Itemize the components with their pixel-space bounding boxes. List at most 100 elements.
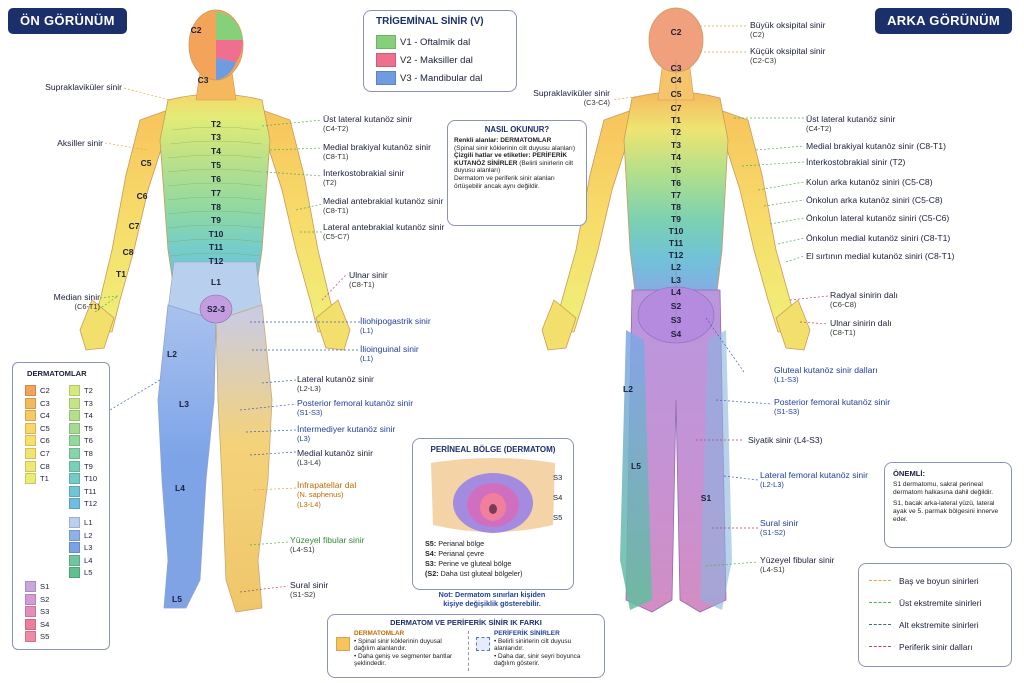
back_right_labels-name-6: Önkolun arka kutanöz siniri (C5-C8) (806, 195, 943, 205)
front-segment-t11: T11 (208, 242, 224, 252)
dermatome-entry-l2: L2 (69, 529, 92, 541)
back-segment-t12: T12 (668, 250, 684, 260)
front_right_labels-name-13: Yüzeyel fibular sinir (290, 535, 365, 545)
line-legend-swatch-2 (869, 624, 891, 625)
dermatome-entry-t9: T9 (69, 460, 93, 472)
dermatome-swatch-t10 (69, 473, 80, 485)
dermatome-entry-t2: T2 (69, 385, 93, 396)
important-box: ÖNEMLİ: S1 dermatomu, sakral perineal de… (884, 462, 1012, 548)
front-segment-l1: L1 (211, 277, 221, 287)
dermatome-swatch-t2 (69, 385, 80, 396)
front_right_labels-label-7: İlioinguinal sinir(L1) (360, 344, 419, 364)
back_right_labels-name-12: Gluteal kutanöz sinir dalları (774, 365, 878, 375)
front_right_labels-name-2: İnterkostobrakial sinir (323, 168, 405, 178)
front_right_labels-sub-6: (L1) (360, 326, 374, 335)
back-segment-t1: T1 (671, 115, 681, 125)
back_right_labels-label-1: Küçük oksipital sinir(C2-C3) (750, 46, 825, 66)
dermatome-swatch-c2 (25, 385, 36, 396)
dermatome-entry-t1: T1 (25, 473, 49, 485)
back-segment-c2: C2 (670, 27, 682, 37)
difference-title: DERMATOM VE PERİFERİK SİNİR IK FARKI (390, 618, 542, 627)
dermatome-entry-c4: C4 (25, 410, 50, 422)
variability-note-line2: kişiye değişiklik gösterebilir. (443, 599, 541, 608)
front-segment-l2: L2 (167, 349, 177, 359)
back_right_labels-name-8: Önkolun medial kutanöz siniri (C8-T1) (806, 233, 951, 243)
important-p2: S1, bacak arka-lateral yüzü, lateral aya… (893, 500, 999, 523)
back_right_labels-name-10: Radyal sinirin dalı (830, 290, 898, 300)
perineal-line-key-1: S4: (425, 549, 437, 558)
front_right_labels-sub-5: (C8-T1) (349, 280, 375, 289)
dermatome-entry-t12: T12 (69, 498, 97, 510)
dermatome-entry-c8: C8 (25, 460, 50, 472)
dermatome-label-s4: S4 (40, 619, 50, 629)
back_right_labels-name-14: Siyatik sinir (L4-S3) (748, 435, 823, 445)
back-segment-c7: C7 (670, 103, 682, 113)
how-to-read-title: NASIL OKUNUR? (484, 125, 550, 134)
perineal-line-2: S3: Perine ve gluteal bölge (425, 559, 523, 569)
front_right_labels-label-6: İliohipogastrik sinir(L1) (360, 316, 431, 336)
back_right_labels-sub-1: (C2-C3) (750, 56, 777, 65)
front-figure (79, 9, 351, 613)
back_right_labels-sub-17: (L4-S1) (760, 565, 785, 574)
perineal-mark-s3: S3 (553, 473, 563, 482)
back_left_labels-label-0: Supraklaviküler sinir(C3-C4) (533, 88, 610, 108)
front-segment-c3: C3 (197, 75, 209, 85)
perineal-title: PERİNEAL BÖLGE (DERMATOM) (430, 445, 556, 454)
back-segment-l4: L4 (671, 287, 681, 297)
front_right_labels-name-11: Medial kutanöz sinir (297, 448, 373, 458)
difference-box: DERMATOM VE PERİFERİK SİNİR IK FARKI DER… (327, 614, 605, 678)
front-segment-c5: C5 (140, 158, 152, 168)
front_right_labels-name-14: Sural sinir (290, 580, 329, 590)
trigeminal-legend: TRİGEMİNAL SİNİR (V) V1 - Oftalmik dal V… (363, 10, 517, 92)
peripheral-swatch (476, 637, 490, 651)
back_right_labels-name-16: Sural sinir (760, 518, 799, 528)
front-segment-t9: T9 (211, 215, 221, 225)
back-segment-t8: T8 (671, 202, 681, 212)
line-legend-swatch-1 (869, 602, 891, 603)
back-segment-t7: T7 (671, 190, 681, 200)
perineal-mark-s4: S4 (553, 493, 563, 502)
line-legend-label-3: Periferik sinir dalları (899, 642, 973, 652)
front_right_labels-name-7: İlioinguinal sinir (360, 344, 419, 354)
diff-left-b2: • Daha geniş ve segmenter bantlar şeklin… (354, 652, 453, 668)
back-segment-c4: C4 (670, 75, 682, 85)
back_right_labels-name-4: İnterkostobrakial sinir (T2) (806, 157, 906, 167)
back_right_labels-sub-2: (C4-T2) (806, 124, 832, 133)
dermatome-legend-title: DERMATOMLAR (27, 369, 87, 378)
back_right_labels-label-16: Sural sinir(S1-S2) (760, 518, 798, 538)
dermatome-label-c7: C7 (40, 449, 50, 458)
perineal-box: PERİNEAL BÖLGE (DERMATOM) S3 S4 S5 S5: P… (412, 438, 574, 590)
back_right_labels-label-13: Posterior femoral kutanöz sinir(S1-S3) (774, 397, 890, 417)
front_right_labels-label-9: Posterior femoral kutanöz sinir(S1-S3) (297, 398, 413, 418)
howto-colored-areas: Renkli alanlar: DERMATOMLAR (454, 137, 552, 144)
dermatome-entry-t6: T6 (69, 435, 93, 447)
dermatome-swatch-l2 (69, 529, 80, 541)
dermatome-swatch-s5 (25, 631, 36, 643)
back_right_labels-label-0: Büyük oksipital sinir(C2) (750, 20, 825, 40)
front_left_labels-name-0: Supraklaviküler sinir (45, 82, 122, 92)
v1-swatch (376, 35, 396, 49)
front_right_labels-sub-12: (N. saphenus) (297, 490, 344, 499)
back_right_labels-name-11: Ulnar sinirin dalı (830, 318, 892, 328)
howto-lines-sub: (Belirli sinirlerin cilt duyusu alanları… (454, 159, 574, 175)
back-segment-t10: T10 (668, 226, 684, 236)
dermatome-label-t9: T9 (84, 461, 93, 471)
back-segment-extra-l2: L2 (623, 384, 633, 394)
front-segment-t6: T6 (211, 174, 221, 184)
v1-label: V1 - Oftalmik dal (400, 36, 471, 48)
dermatome-label-s5: S5 (40, 632, 50, 642)
back-figure (541, 7, 811, 613)
dermatome-entry-t4: T4 (69, 410, 93, 422)
dermatome-entry-s5: S5 (25, 631, 50, 643)
dermatome-swatch-s3 (25, 606, 36, 618)
front_right_labels-sub-11: (L3-L4) (297, 458, 321, 467)
front_right_labels-name-4: Lateral antebrakial kutanöz sinir (323, 222, 445, 232)
front-segment-l5: L5 (172, 594, 182, 604)
perineal-line-val-2: Perine ve gluteal bölge (438, 559, 512, 568)
diff-divider (468, 631, 470, 671)
line-legend-label-2: Alt ekstremite sinirleri (899, 620, 979, 630)
front-segment-t7: T7 (211, 188, 221, 198)
